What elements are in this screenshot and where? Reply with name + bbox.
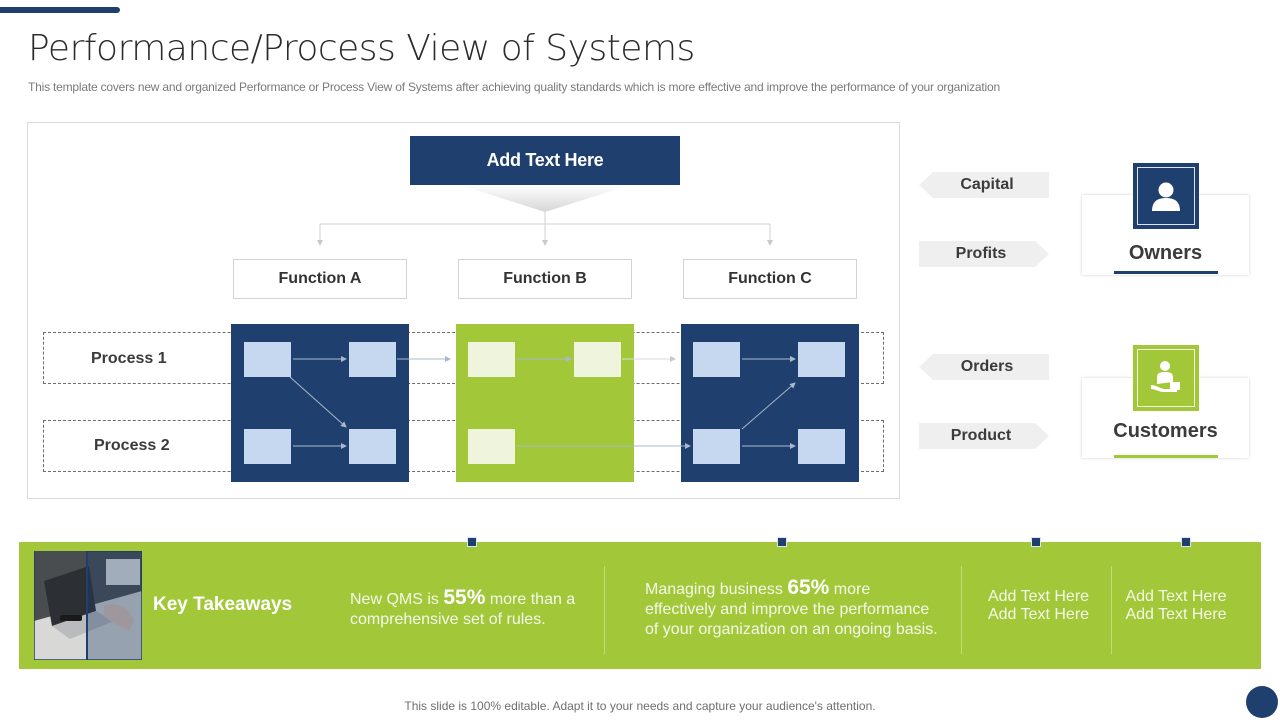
step-a2-2[interactable]	[349, 429, 396, 464]
band-divider-3	[1111, 566, 1112, 654]
step-a1-2[interactable]	[349, 342, 396, 377]
takeaway-2-post: more effectively and improve the perform…	[645, 581, 938, 638]
profits-tag: Profits	[919, 241, 1049, 267]
diagram-header-text: Add Text Here	[486, 150, 604, 170]
function-c-label: Function C	[728, 270, 812, 287]
key-takeaways-title: Key Takeaways	[153, 594, 293, 615]
step-b2-1[interactable]	[468, 429, 515, 464]
header-pointer	[460, 185, 630, 212]
corner-decoration-circle	[1246, 686, 1278, 718]
step-a1-1[interactable]	[244, 342, 291, 377]
band-divider-1	[604, 566, 605, 654]
takeaway-3-line1: Add Text Here	[987, 588, 1090, 605]
capital-tag: Capital	[919, 172, 1049, 198]
takeaway-3-line2: Add Text Here	[987, 606, 1090, 623]
orders-label: Orders	[960, 358, 1014, 375]
takeaway-1: New QMS is 55% more than a comprehensive…	[350, 586, 595, 630]
capital-label: Capital	[960, 176, 1014, 193]
step-a2-1[interactable]	[244, 429, 291, 464]
function-a-box[interactable]: Function A	[233, 259, 407, 299]
step-c1-2[interactable]	[798, 342, 845, 377]
band-marker-2	[777, 537, 787, 547]
process-2-label: Process 2	[94, 437, 170, 454]
takeaway-2-highlight: 65%	[787, 576, 830, 599]
accent-bar	[0, 7, 120, 13]
takeaway-1-pre: New QMS is	[350, 591, 444, 608]
page-title: Performance/Process View of Systems	[28, 28, 695, 69]
product-label: Product	[950, 427, 1012, 444]
step-c2-1[interactable]	[693, 429, 740, 464]
step-b1-1[interactable]	[468, 342, 515, 377]
page-subtitle: This template covers new and organized P…	[28, 80, 1000, 94]
orders-tag: Orders	[919, 354, 1049, 380]
function-b-box[interactable]: Function B	[458, 259, 632, 299]
customers-underline	[1114, 455, 1218, 458]
owners-underline	[1114, 271, 1218, 274]
customers-label: Customers	[1113, 420, 1218, 442]
takeaway-1-highlight: 55%	[443, 586, 486, 609]
diagram-header-box[interactable]: Add Text Here	[410, 136, 680, 185]
key-takeaways-band	[19, 542, 1261, 669]
step-c1-1[interactable]	[693, 342, 740, 377]
process-1-label: Process 1	[91, 350, 167, 367]
function-a-label: Function A	[278, 270, 362, 287]
takeaway-2: Managing business 65% more effectively a…	[645, 576, 945, 640]
footer-note: This slide is 100% editable. Adapt it to…	[404, 699, 876, 713]
takeaway-2-pre: Managing business	[645, 581, 788, 598]
takeaway-4-line1: Add Text Here	[1125, 588, 1227, 605]
step-c2-2[interactable]	[798, 429, 845, 464]
takeaway-4: Add Text Here Add Text Here	[1112, 588, 1240, 624]
function-c-box[interactable]: Function C	[683, 259, 857, 299]
takeaway-3: Add Text Here Add Text Here	[966, 588, 1111, 624]
product-tag: Product	[919, 423, 1049, 449]
band-marker-4	[1181, 537, 1191, 547]
laptop-photo	[34, 551, 142, 660]
takeaway-4-line2: Add Text Here	[1125, 606, 1227, 623]
profits-label: Profits	[955, 245, 1007, 262]
owners-label: Owners	[1128, 242, 1203, 264]
band-marker-1	[467, 537, 477, 547]
band-divider-2	[961, 566, 962, 654]
band-marker-3	[1031, 537, 1041, 547]
function-b-label: Function B	[503, 270, 587, 287]
takeaway-1-post: more than a comprehensive set of rules.	[350, 591, 576, 628]
step-b1-2[interactable]	[574, 342, 621, 377]
user-icon	[1133, 163, 1199, 229]
customer-service-icon	[1133, 345, 1199, 411]
